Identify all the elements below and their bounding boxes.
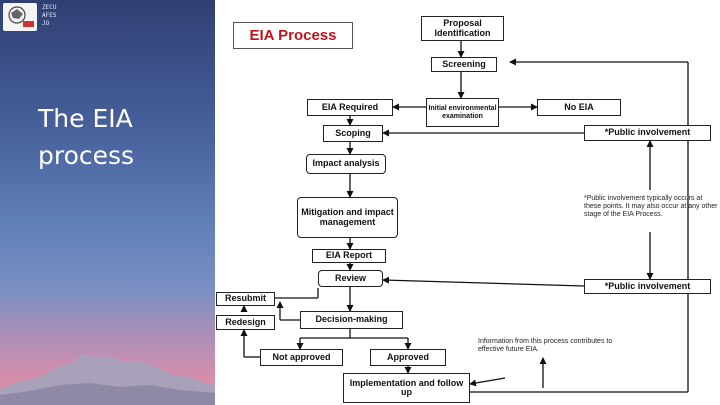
node-approved: Approved (370, 349, 446, 366)
node-implementation: Implementation and follow up (343, 373, 470, 403)
university-logo (3, 3, 37, 31)
node-initial-examination: Initial environmental examination (426, 98, 499, 127)
node-public-involvement-1: *Public involvement (584, 125, 711, 141)
future-eia-note: Information from this process contribute… (478, 338, 613, 354)
node-no-eia: No EIA (537, 99, 621, 116)
node-mitigation: Mitigation and impact management (297, 197, 398, 238)
node-impact-analysis: Impact analysis (306, 154, 386, 174)
mountain-silhouette-icon (0, 353, 215, 405)
slide-title-line-2: process (38, 141, 135, 170)
node-decision-making: Decision-making (300, 311, 403, 329)
node-screening: Screening (431, 57, 497, 72)
node-review: Review (318, 270, 383, 287)
diagram-header: EIA Process (233, 22, 353, 49)
node-eia-report: EIA Report (312, 249, 386, 263)
node-redesign: Redesign (216, 315, 275, 330)
slide-title: The EIA process (38, 100, 134, 174)
node-resubmit: Resubmit (216, 292, 275, 306)
slide-title-line-1: The EIA (38, 104, 133, 133)
public-involvement-note: *Public involvement typically occurs at … (584, 195, 718, 219)
node-not-approved: Not approved (260, 349, 343, 366)
logo-emblem-icon (8, 6, 34, 27)
node-scoping: Scoping (323, 125, 383, 142)
node-public-involvement-2: *Public involvement (584, 279, 711, 294)
logo-caption: ZECU AFES JO (42, 4, 57, 27)
node-proposal-identification: Proposal Identification (421, 16, 504, 41)
slide-left-panel: ZECU AFES JO The EIA process (0, 0, 215, 405)
node-eia-required: EIA Required (307, 99, 393, 116)
